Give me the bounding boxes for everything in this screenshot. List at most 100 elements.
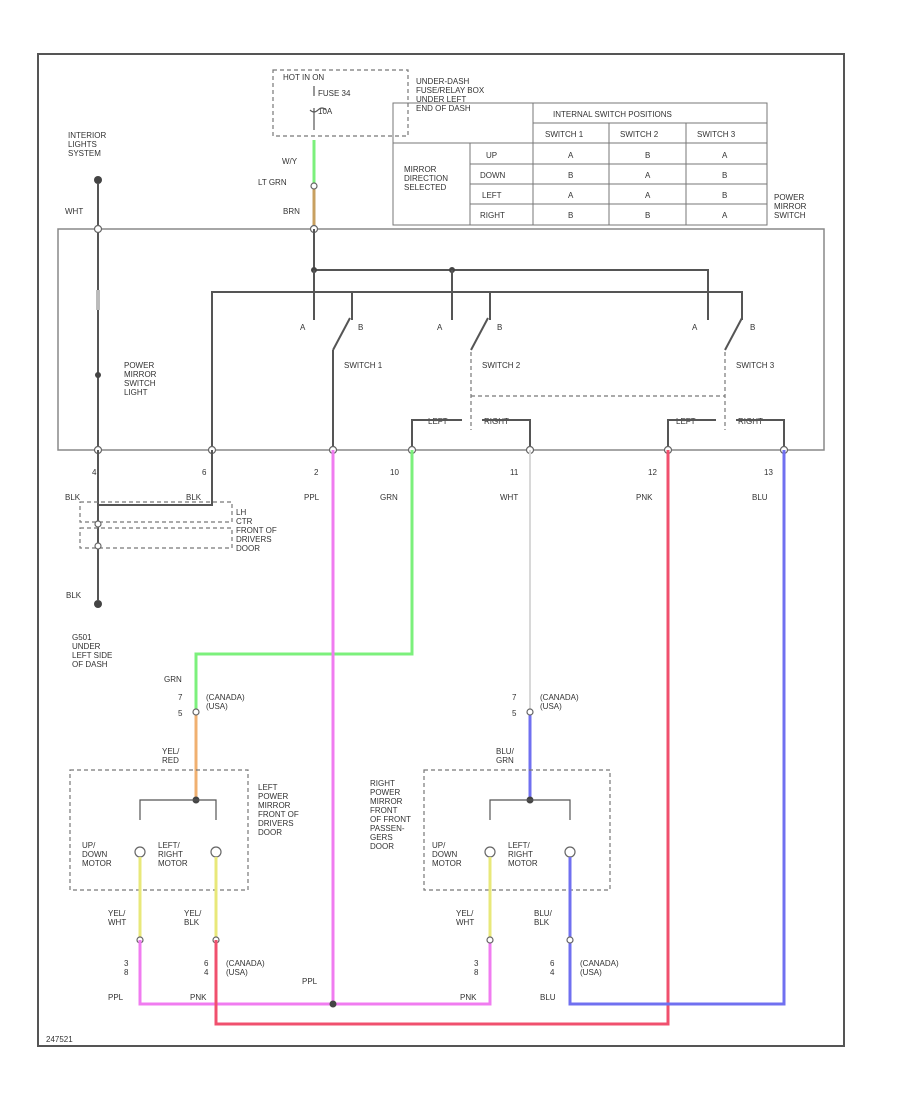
table-row-label: RIGHT: [480, 211, 505, 220]
conn-node: [486, 936, 494, 944]
label-blu-blk: BLU/BLK: [534, 909, 553, 927]
switch-light-resistor: [96, 290, 100, 310]
label-yel-blk: YEL/BLK: [184, 909, 202, 927]
node-wht-top: [93, 224, 103, 234]
pin-label: 11: [510, 468, 519, 477]
bus-right-2: [482, 419, 531, 450]
table-row-label: DOWN: [480, 171, 506, 180]
switch-2: A B SWITCH 2: [437, 317, 521, 430]
label-hot-in-on: HOT IN ON: [283, 73, 324, 82]
label-canada-usa-left: (CANADA)(USA): [206, 693, 245, 711]
left-motor-updown: [134, 846, 146, 858]
pin-label: 4: [92, 468, 97, 477]
ground-node: [94, 542, 102, 550]
label-brn: BRN: [283, 207, 300, 216]
ctr-connector: [79, 501, 233, 523]
table-cell: B: [568, 171, 573, 180]
label-yel-wht-l: YEL/WHT: [108, 909, 126, 927]
label-yel-wht-r: YEL/WHT: [456, 909, 474, 927]
right-motor-leftright: [564, 846, 576, 858]
switch-1: A B SWITCH 1: [300, 317, 383, 450]
table-col-2: SWITCH 2: [620, 130, 659, 139]
label-grn-left: GRN: [164, 675, 182, 684]
label-ppl-mid: PPL: [302, 977, 318, 986]
label-amp: 10A: [318, 107, 333, 116]
switch-2-blade: [470, 317, 489, 351]
left-mirror-outline: [69, 769, 249, 891]
label-left-3: LEFT: [676, 417, 696, 426]
wire-grn: [194, 450, 414, 712]
wire-label: GRN: [380, 493, 398, 502]
ppl-junction: [329, 1000, 337, 1008]
table-row-label: UP: [486, 151, 497, 160]
switch-3: A B SWITCH 3: [692, 317, 775, 430]
switch-3-b: B: [750, 323, 755, 332]
table-col-1: SWITCH 1: [545, 130, 584, 139]
pin-label: 10: [390, 468, 399, 477]
table-cell: B: [645, 211, 650, 220]
pin-5-right: 5: [512, 709, 517, 718]
table-cell: A: [722, 211, 728, 220]
switch-2-label: SWITCH 2: [482, 361, 521, 370]
pin-label: 2: [314, 468, 319, 477]
wire-label: PNK: [636, 493, 653, 502]
canada-connector-right: [526, 708, 534, 716]
bus-ground: [211, 291, 743, 450]
table-cell: B: [645, 151, 650, 160]
bus-left-3: [667, 419, 716, 450]
wire-blu: [568, 450, 786, 1006]
wire-label: PPL: [304, 493, 320, 502]
label-canada-usa-right: (CANADA)(USA): [540, 693, 579, 711]
fuse-symbol: [309, 86, 327, 130]
label-ppl-bl: PPL: [108, 993, 124, 1002]
connector-top: [310, 182, 318, 190]
ground-node: [94, 520, 102, 528]
table-cell: A: [645, 191, 651, 200]
ctr-connector: [79, 527, 233, 549]
pin-label: 6: [202, 468, 207, 477]
table-cell: B: [722, 171, 727, 180]
wire-label: WHT: [500, 493, 518, 502]
switch-2-b: B: [497, 323, 502, 332]
label-canada-usa-bot-l: (CANADA)(USA): [226, 959, 265, 977]
switch-3-blade: [724, 317, 743, 351]
label-right-2: RIGHT: [484, 417, 509, 426]
label-blk-g: BLK: [66, 591, 82, 600]
label-yel-red: YEL/RED: [162, 747, 180, 765]
bus-main: [313, 229, 709, 320]
label-lt-grn: LT GRN: [258, 178, 287, 187]
left-motor-leftright: [210, 846, 222, 858]
switch-3-a: A: [692, 323, 698, 332]
label-blu-br: BLU: [540, 993, 556, 1002]
table-cell: A: [722, 151, 728, 160]
pin-5-left: 5: [178, 709, 183, 718]
pin-7-left: 7: [178, 693, 183, 702]
conn-node: [566, 936, 574, 944]
left-mirror-branches: [139, 799, 217, 820]
bus-right-3: [736, 419, 785, 450]
switch-pins: 4 6 2 10 11 12 13 BLK BLK PPL GRN WHT PN…: [65, 445, 789, 502]
label-blu-grn: BLU/GRN: [496, 747, 515, 765]
label-canada-usa-bot-r: (CANADA)(USA): [580, 959, 619, 977]
wire-pnk: [214, 450, 670, 1026]
label-pnk-br: PNK: [460, 993, 477, 1002]
switch-3-label: SWITCH 3: [736, 361, 775, 370]
wire-label: BLK: [186, 493, 202, 502]
diagram-frame: [37, 53, 845, 1047]
label-right-3: RIGHT: [738, 417, 763, 426]
